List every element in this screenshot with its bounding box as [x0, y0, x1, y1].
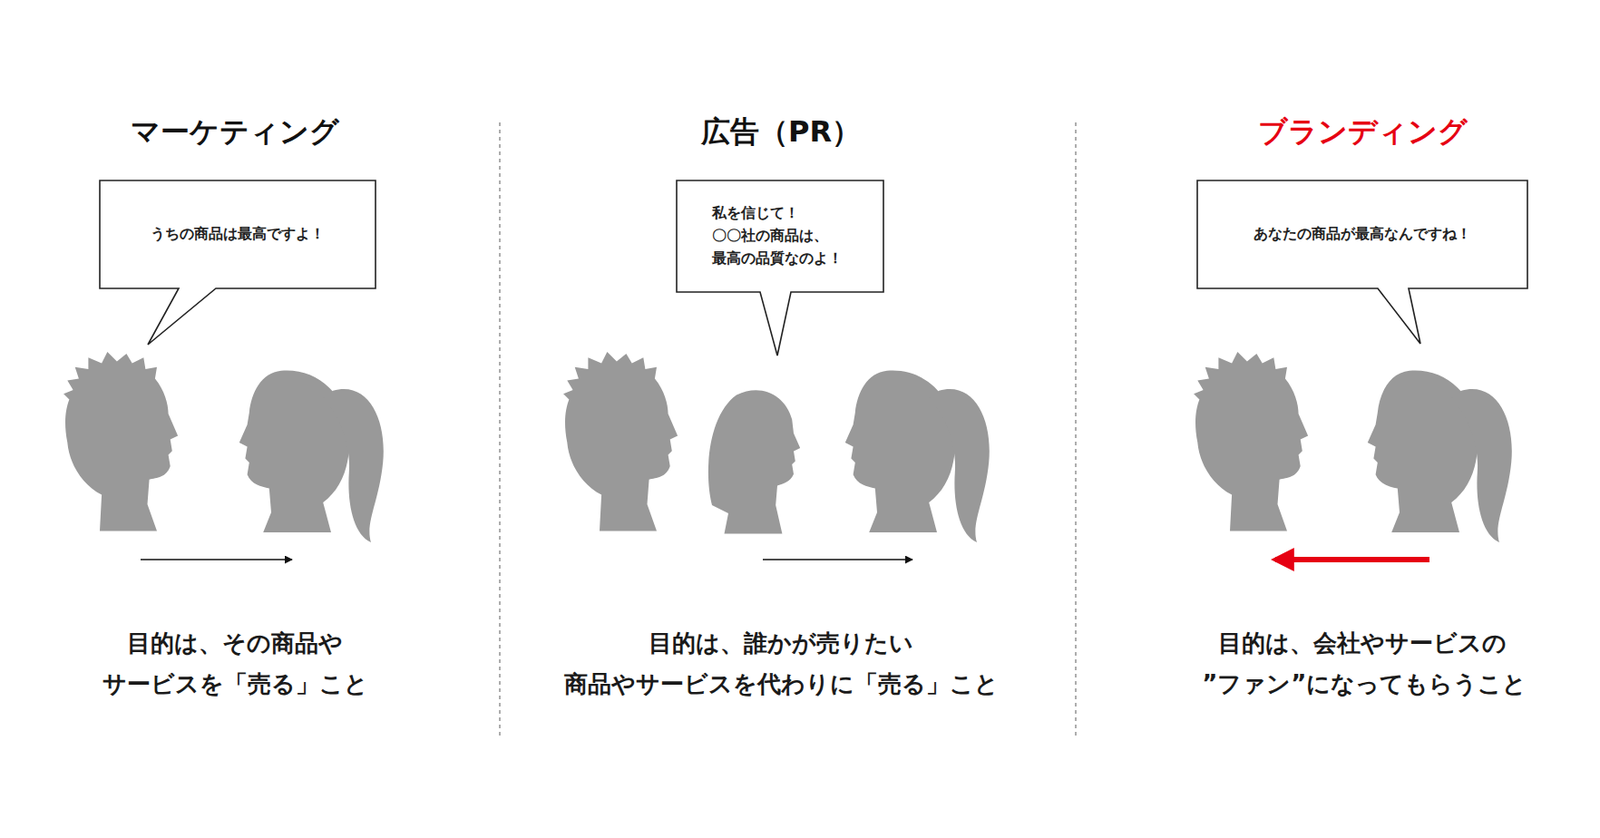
man-silhouette: [63, 351, 178, 531]
divider-line: [1074, 122, 1076, 737]
man-silhouette: [1193, 351, 1308, 531]
panel-title: 広告（PR）: [701, 112, 861, 151]
speech-bubble: 私を信じて！ 〇〇社の商品は、 最高の品質なのよ！: [676, 180, 884, 293]
bubble-shape: [1197, 180, 1528, 344]
spokeswoman-silhouette: [708, 390, 800, 534]
woman-silhouette: [239, 370, 384, 543]
speech-bubble: あなたの商品が最高なんですね！: [1197, 180, 1528, 289]
direction-arrow: [762, 558, 913, 561]
bubble-text: あなたの商品が最高なんですね！: [1253, 223, 1472, 246]
purpose-caption: 目的は、誰かが売りたい 商品やサービスを代わりに「売る」こと: [561, 623, 1001, 705]
purpose-caption: 目的は、その商品や サービスを「売る」こと: [97, 623, 372, 705]
divider-lines: [499, 122, 1076, 737]
bubble-text: 私を信じて！ 〇〇社の商品は、 最高の品質なのよ！: [712, 202, 849, 270]
reverse-arrow: [1275, 556, 1430, 563]
silhouettes: [63, 351, 1513, 543]
speech-bubble: うちの商品は最高ですよ！: [99, 180, 376, 289]
direction-arrow: [140, 558, 293, 561]
panel-title: マーケティング: [130, 112, 340, 151]
woman-silhouette: [845, 370, 990, 543]
woman-silhouette: [1367, 370, 1513, 543]
man-silhouette: [563, 351, 678, 531]
bubble-text: うちの商品は最高ですよ！: [150, 223, 325, 246]
bubble-shape: [99, 180, 376, 345]
purpose-caption: 目的は、会社やサービスの ”ファン”になってもらうこと: [1201, 623, 1523, 705]
divider-line: [498, 122, 500, 737]
panel-title: ブランディング: [1258, 112, 1468, 151]
bubble-shape: [676, 180, 884, 356]
